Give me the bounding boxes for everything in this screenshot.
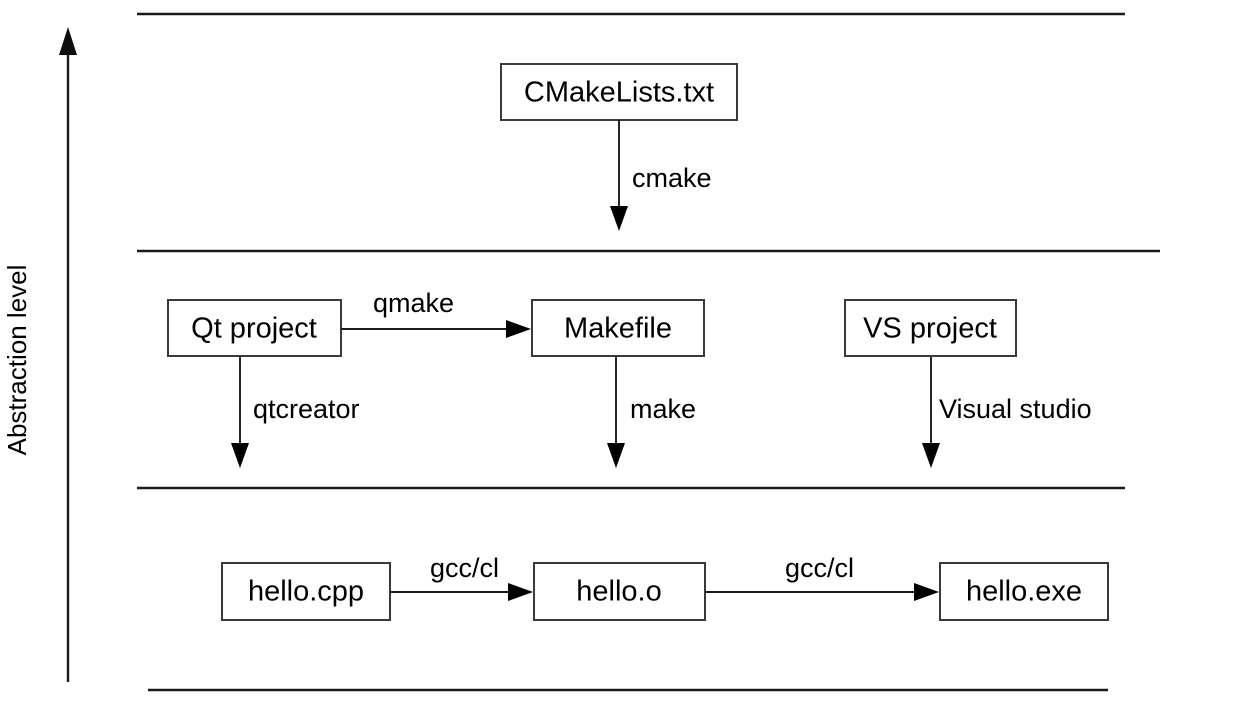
- down-arrow-icon: [607, 443, 625, 468]
- node-box[interactable]: [221, 562, 391, 621]
- down-arrow-icon: [231, 443, 249, 468]
- node-helloo[interactable]: hello.o: [533, 562, 706, 621]
- node-box[interactable]: [500, 63, 738, 121]
- node-qtproject[interactable]: Qt project: [167, 299, 342, 357]
- node-box[interactable]: [844, 299, 1017, 357]
- edge-label: cmake: [632, 163, 712, 193]
- edge-visualstudio: Visual studio: [922, 357, 1092, 468]
- right-arrow-icon: [506, 320, 531, 338]
- edge-gcc-link: gcc/cl: [705, 553, 939, 601]
- edge-label: qtcreator: [253, 394, 360, 424]
- edge-label: gcc/cl: [785, 553, 854, 583]
- edge-label: make: [630, 394, 696, 424]
- edge-label: qmake: [373, 288, 454, 318]
- node-label: CMakeLists.txt: [524, 77, 714, 109]
- edge-qtcreator: qtcreator: [231, 357, 360, 468]
- edge-gcc-compile: gcc/cl: [390, 553, 533, 601]
- down-arrow-icon: [610, 206, 628, 231]
- abstraction-axis: Abstraction level: [2, 27, 77, 682]
- node-label: VS project: [863, 313, 997, 345]
- right-arrow-icon: [914, 583, 939, 601]
- node-label: Qt project: [191, 313, 317, 345]
- node-makefile[interactable]: Makefile: [531, 299, 705, 357]
- up-arrow-icon: [59, 27, 77, 55]
- node-cmakelists[interactable]: CMakeLists.txt: [500, 63, 738, 121]
- node-box[interactable]: [531, 299, 705, 357]
- edge-qmake: qmake: [341, 288, 531, 338]
- node-vsproject[interactable]: VS project: [844, 299, 1017, 357]
- band-dividers: [137, 12, 1160, 692]
- node-box[interactable]: [939, 562, 1109, 621]
- edge-label: Visual studio: [939, 394, 1092, 424]
- node-box[interactable]: [167, 299, 342, 357]
- axis-title-label: Abstraction level: [2, 265, 32, 456]
- node-group: CMakeLists.txt Qt project Makefile VS pr…: [167, 63, 1109, 621]
- node-hellocpp[interactable]: hello.cpp: [221, 562, 391, 621]
- edge-group: cmake qmake qtcreator make: [231, 120, 1092, 601]
- node-label: Makefile: [564, 313, 672, 345]
- node-helloexe[interactable]: hello.exe: [939, 562, 1109, 621]
- node-label: hello.exe: [966, 576, 1082, 608]
- edge-label: gcc/cl: [430, 553, 499, 583]
- node-label: hello.cpp: [248, 576, 364, 608]
- right-arrow-icon: [508, 583, 533, 601]
- edge-cmake: cmake: [610, 120, 712, 231]
- node-label: hello.o: [576, 576, 661, 608]
- edge-make: make: [607, 357, 696, 468]
- down-arrow-icon: [922, 443, 940, 468]
